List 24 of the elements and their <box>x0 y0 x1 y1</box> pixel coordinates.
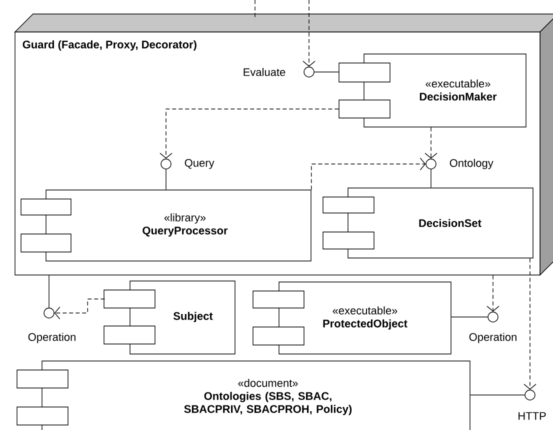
dependency-arrow <box>302 0 316 67</box>
connector-line <box>254 0 256 20</box>
connector-line <box>48 274 50 308</box>
interface-label: Operation <box>28 332 76 344</box>
component-box: «executable» DecisionMaker <box>338 54 526 128</box>
interface-label: Query <box>184 159 214 169</box>
component-box: «executable» ProtectedObject <box>252 282 452 354</box>
component-box: DecisionSet <box>322 188 534 258</box>
interface-label: Evaluate <box>244 68 286 76</box>
interface-label: Operation <box>469 332 516 344</box>
component-box: Subject <box>104 280 236 354</box>
interface-label: Ontology <box>450 158 494 170</box>
dependency-arrow <box>54 298 105 320</box>
connector-line <box>470 394 525 396</box>
connector-line <box>451 316 488 318</box>
component-box: «library» QueryProcessor <box>20 190 312 262</box>
dependency-arrow <box>486 274 500 312</box>
connector-line <box>430 169 432 188</box>
dependency-arrow <box>524 258 536 390</box>
dependency-arrow <box>424 127 438 159</box>
dependency-arrow <box>311 158 426 190</box>
dependency-arrow <box>160 108 339 159</box>
component-box: «document» Ontologies (SBS, SBAC, SBACPRIV, SBACPROH, Policy) <box>16 360 470 430</box>
interface-label: HTTP <box>518 412 546 420</box>
